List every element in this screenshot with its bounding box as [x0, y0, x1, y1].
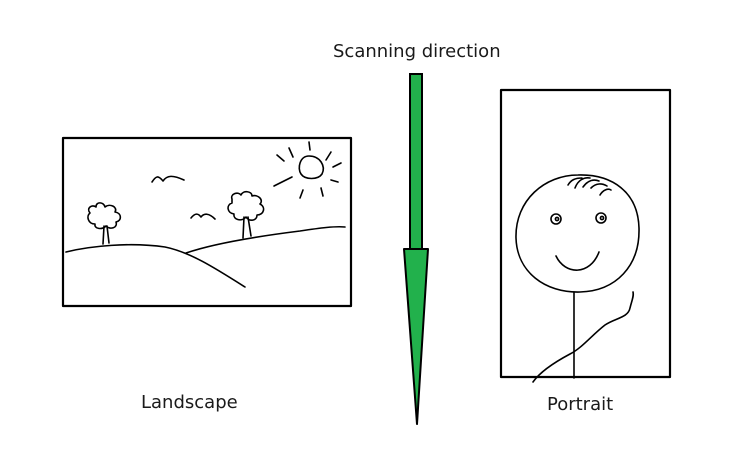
hill-left: [65, 243, 246, 288]
landscape-label: Landscape: [141, 392, 238, 413]
portrait-label: Portrait: [547, 394, 614, 415]
eye-right: [595, 212, 607, 224]
arm: [532, 291, 635, 383]
smile: [555, 251, 600, 271]
tree-left: [87, 202, 122, 245]
sun-icon: [273, 141, 342, 199]
bird-1: [151, 175, 185, 183]
arrow-head: [403, 248, 429, 425]
hair: [567, 177, 612, 196]
scanning-direction-label: Scanning direction: [333, 41, 501, 62]
scanning-direction-arrow: [403, 73, 429, 425]
tree-right: [227, 190, 265, 239]
bird-2: [190, 213, 216, 220]
portrait-frame: [499, 88, 672, 379]
landscape-frame: [61, 136, 353, 308]
hill-right: [185, 225, 346, 254]
eye-left: [550, 213, 562, 225]
arrow-shaft: [409, 73, 423, 251]
portrait-sketch: [499, 88, 672, 383]
landscape-sketch: [61, 136, 353, 308]
face-outline: [515, 174, 640, 293]
